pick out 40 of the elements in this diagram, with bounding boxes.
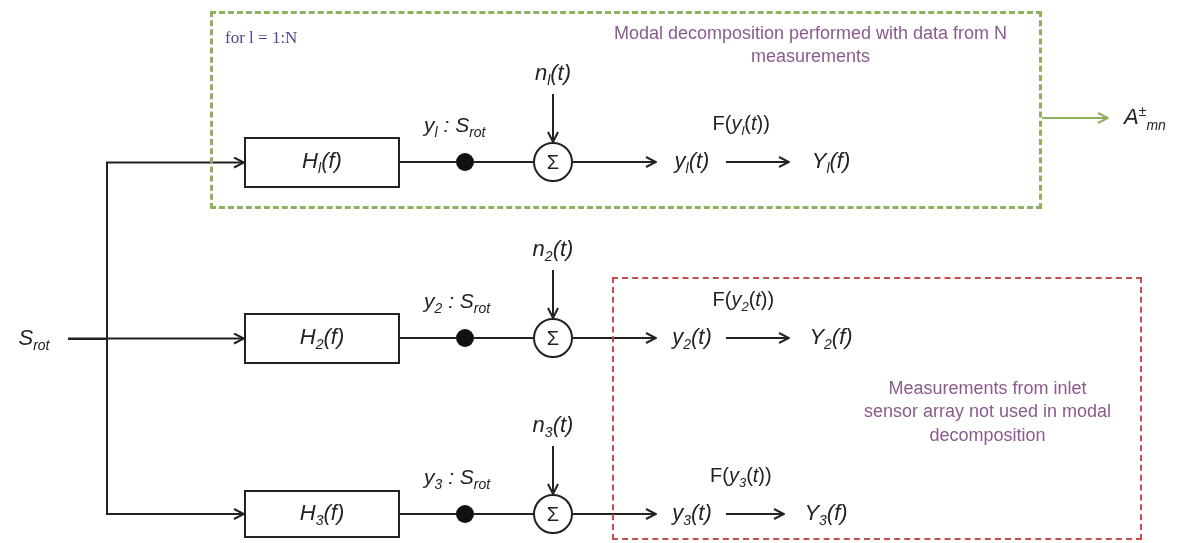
math-label: n$_{l}$(t) — [518, 58, 588, 90]
arrow — [572, 508, 657, 520]
summing-junction: Σ — [533, 494, 573, 534]
junction-dot — [456, 153, 474, 171]
annotation-text: Measurements from inlet sensor array not used in modal decomposition — [862, 377, 1113, 447]
math-label: n$_{2}$(t) — [518, 234, 588, 266]
math-label: y$_{2}$(t) — [662, 322, 722, 354]
dashed-group-box — [210, 11, 1042, 209]
arrow — [725, 156, 790, 168]
arrow — [1041, 112, 1109, 124]
arrow — [547, 445, 559, 495]
annotation-text: Modal decomposition performed with data from N measurements — [612, 22, 1009, 69]
transfer-function-block: H$_{l}$(f) — [244, 137, 400, 188]
summing-junction: Σ — [533, 142, 573, 182]
arrow — [67, 338, 245, 520]
arrow — [572, 332, 657, 344]
loop-label: for l = 1:N — [225, 28, 299, 48]
edge-label: F(y$_{2}$(t)) — [712, 288, 775, 314]
signal-label: y$_{l}$ : S$_{rot}$ — [424, 113, 486, 141]
signal-label: y$_{3}$ : S$_{rot}$ — [424, 465, 491, 493]
arrow — [725, 332, 790, 344]
edge-label: F(y$_{3}$(t)) — [710, 464, 772, 490]
transfer-function-block: H$_{3}$(f) — [244, 490, 400, 538]
edge-label: F(y$_{l}$(t)) — [712, 112, 770, 138]
math-label: y$_{3}$(t) — [662, 498, 722, 530]
math-label: y$_{l}$(t) — [662, 146, 722, 178]
math-label: Y$_{l}$(f) — [795, 146, 867, 178]
math-label: S$_{rot}$ — [4, 322, 64, 356]
math-label: n$_{3}$(t) — [518, 410, 588, 442]
arrow — [547, 269, 559, 319]
junction-dot — [456, 329, 474, 347]
junction-dot — [456, 505, 474, 523]
transfer-function-block: H$_{2}$(f) — [244, 313, 400, 364]
arrow — [547, 93, 559, 143]
summing-junction: Σ — [533, 318, 573, 358]
math-label: Y$_{2}$(f) — [795, 322, 867, 354]
arrow — [725, 508, 785, 520]
arrow — [572, 156, 657, 168]
signal-label: y$_{2}$ : S$_{rot}$ — [424, 289, 491, 317]
math-label: Y$_{3}$(f) — [790, 498, 862, 530]
